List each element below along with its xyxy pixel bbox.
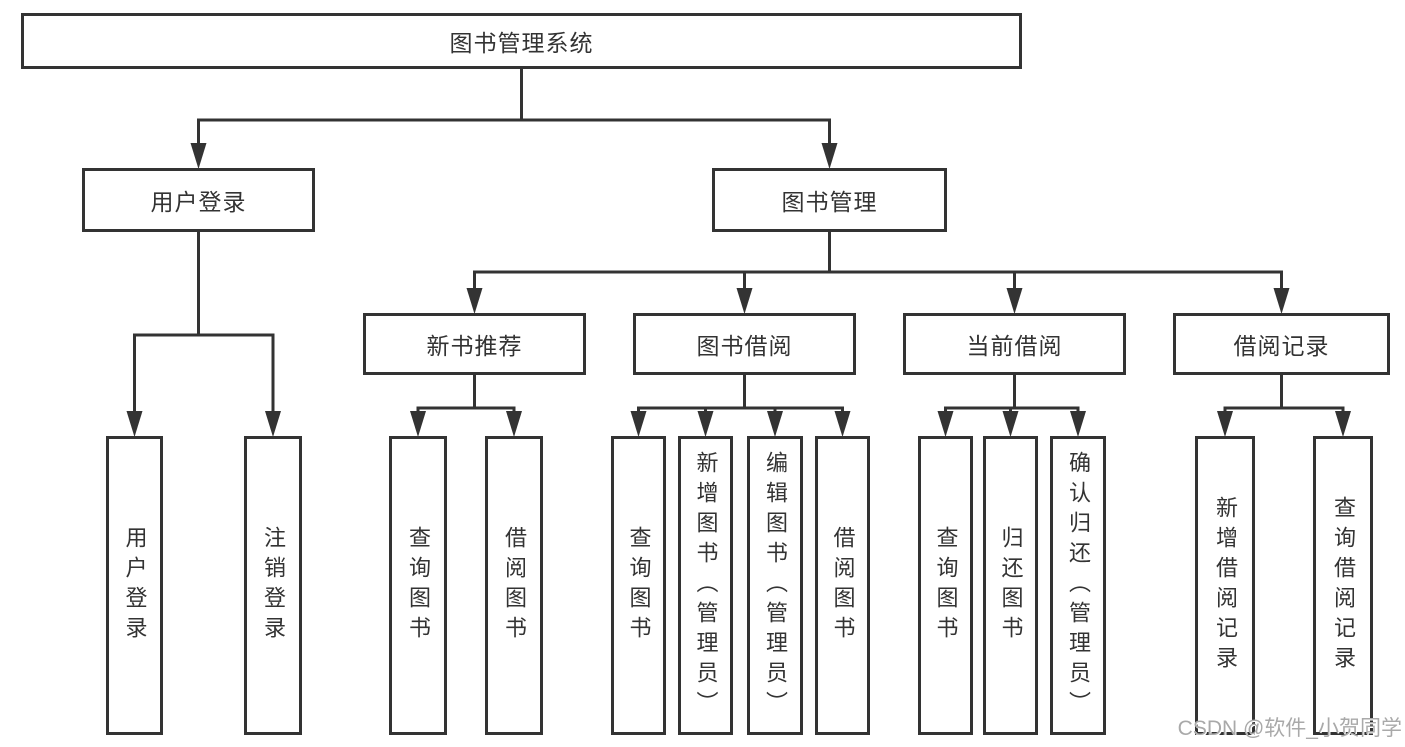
- diagram-node-label: 新增图书（管理员）: [693, 450, 719, 721]
- diagram-node-add-borrow-record: 新增借阅记录: [1195, 436, 1255, 735]
- arrowhead-icon: [1070, 411, 1086, 437]
- diagram-node-label: 注销登录: [261, 525, 286, 646]
- arrowhead-icon: [1002, 411, 1019, 437]
- diagram-node-library-system: 图书管理系统: [21, 13, 1022, 69]
- arrowhead-icon: [466, 288, 483, 314]
- diagram-node-label: 借阅记录: [1233, 333, 1330, 359]
- diagram-node-user-login: 用户登录: [82, 168, 315, 232]
- diagram-node-label: 借阅图书: [830, 525, 856, 646]
- diagram-node-confirm-return-admin: 确认归还（管理员）: [1050, 436, 1106, 735]
- arrowhead-icon: [506, 411, 522, 437]
- diagram-node-book-borrow: 图书借阅: [633, 313, 856, 375]
- arrowhead-icon: [265, 411, 281, 437]
- diagram-node-label: 用户登录: [122, 525, 148, 646]
- diagram-node-label: 查询图书: [933, 525, 959, 646]
- arrowhead-icon: [1217, 411, 1233, 437]
- arrowhead-icon: [1006, 288, 1023, 314]
- diagram-node-borrow-records: 借阅记录: [1173, 313, 1390, 375]
- diagram-node-label: 查询图书: [406, 525, 431, 646]
- diagram-node-label: 新增借阅记录: [1213, 495, 1238, 676]
- diagram-node-query-book-current: 查询图书: [918, 436, 973, 735]
- diagram-node-label: 查询借阅记录: [1331, 495, 1356, 676]
- diagram-node-label: 当前借阅: [966, 333, 1063, 359]
- diagram-node-query-borrow-record: 查询借阅记录: [1313, 436, 1373, 735]
- diagram-node-query-book-recommend: 查询图书: [389, 436, 447, 735]
- arrowhead-icon: [821, 143, 838, 169]
- diagram-node-label: 图书借阅: [696, 333, 793, 359]
- arrowhead-icon: [937, 411, 954, 437]
- arrowhead-icon: [1273, 288, 1290, 314]
- arrowhead-icon: [767, 411, 783, 437]
- diagram-node-label: 编辑图书（管理员）: [763, 450, 788, 721]
- arrowhead-icon: [736, 288, 753, 314]
- diagram-node-logout-action: 注销登录: [244, 436, 302, 735]
- arrowhead-icon: [834, 411, 851, 437]
- diagram-node-label: 图书管理系统: [449, 30, 594, 56]
- diagram-node-current-borrow: 当前借阅: [903, 313, 1126, 375]
- diagram-node-borrow-book-action: 借阅图书: [815, 436, 870, 735]
- arrowhead-icon: [126, 411, 143, 437]
- diagram-node-label: 图书管理: [781, 189, 878, 215]
- watermark-text: CSDN @软件_小贺同学: [1177, 717, 1402, 740]
- diagram-node-book-management: 图书管理: [712, 168, 947, 232]
- arrowhead-icon: [630, 411, 647, 437]
- diagram-node-label: 借阅图书: [502, 525, 527, 646]
- diagram-node-login-action: 用户登录: [106, 436, 163, 735]
- diagram-node-return-book: 归还图书: [983, 436, 1038, 735]
- diagram-node-edit-book-admin: 编辑图书（管理员）: [747, 436, 803, 735]
- diagram-node-query-book-borrow: 查询图书: [611, 436, 666, 735]
- diagram-node-label: 归还图书: [998, 525, 1024, 646]
- arrowhead-icon: [410, 411, 426, 437]
- diagram-node-borrow-book-recommend: 借阅图书: [485, 436, 543, 735]
- arrowhead-icon: [697, 411, 714, 437]
- diagram-node-new-book-recommend: 新书推荐: [363, 313, 586, 375]
- diagram-node-label: 确认归还（管理员）: [1066, 450, 1091, 721]
- diagram-node-label: 用户登录: [150, 189, 247, 215]
- arrowhead-icon: [1335, 411, 1351, 437]
- diagram-node-add-book-admin: 新增图书（管理员）: [678, 436, 733, 735]
- arrowhead-icon: [190, 143, 207, 169]
- diagram-node-label: 查询图书: [626, 525, 652, 646]
- diagram-node-label: 新书推荐: [426, 333, 523, 359]
